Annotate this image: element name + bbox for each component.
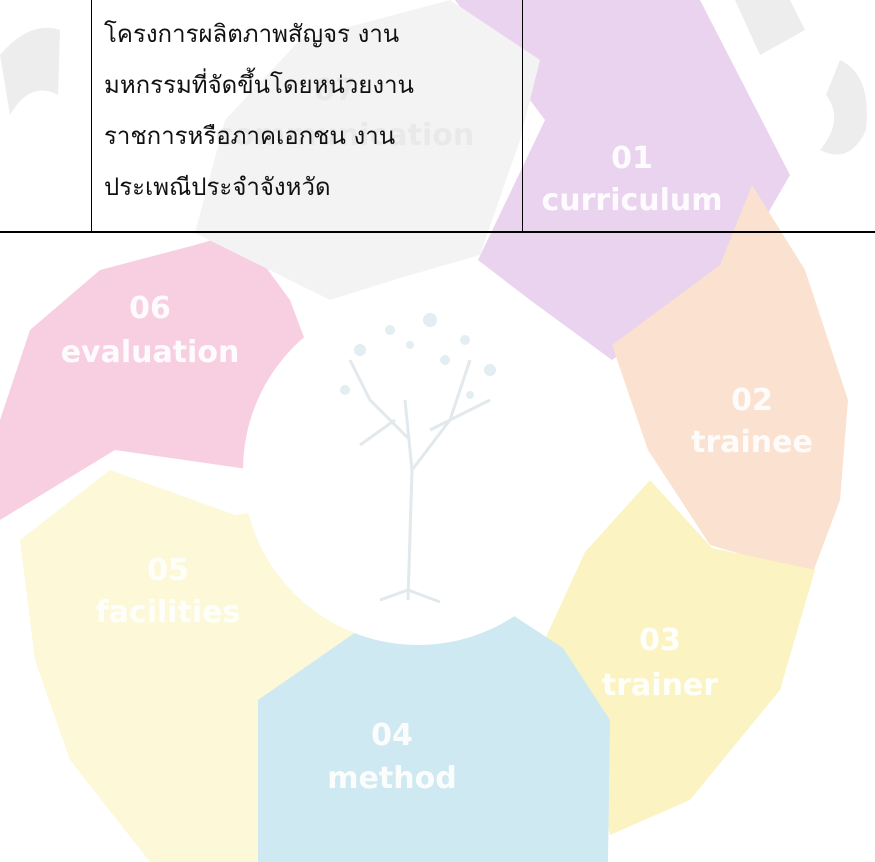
table-cell-line: ราชการหรือภาคเอกชน งาน bbox=[104, 122, 396, 150]
segment-02-number: 02 bbox=[731, 383, 773, 418]
segment-04-method bbox=[258, 595, 610, 862]
segment-06-label: evaluation bbox=[61, 335, 240, 370]
segment-01-label: curriculum bbox=[541, 183, 722, 218]
segment-04-label: method bbox=[327, 761, 456, 796]
tree-icon bbox=[348, 359, 491, 604]
table-cell-line: มหกรรมที่จัดขึ้นโดยหน่วยงาน bbox=[104, 71, 414, 99]
watermark-logo-fragment-right bbox=[820, 60, 867, 155]
tree-foliage bbox=[340, 313, 496, 399]
segment-03-label: trainer bbox=[602, 668, 718, 703]
segment-02-label: trainee bbox=[691, 425, 813, 460]
segment-07-label: communication bbox=[216, 118, 475, 153]
table-border-left bbox=[91, 0, 92, 232]
segment-05-number: 05 bbox=[147, 553, 189, 588]
segment-06-evaluation bbox=[0, 232, 320, 520]
document-table: โครงการผลิตภาพสัญจร งาน มหกรรมที่จัดขึ้น… bbox=[0, 0, 875, 233]
segment-03-number: 03 bbox=[639, 623, 681, 658]
center-circle bbox=[243, 295, 593, 645]
segment-04-number: 04 bbox=[371, 718, 413, 753]
table-border-middle bbox=[522, 0, 523, 232]
table-cell-line: ประเพณีประจำจังหวัด bbox=[104, 173, 331, 201]
watermark-logo-fragment-right-top bbox=[735, 0, 805, 55]
segment-02-trainee bbox=[612, 185, 848, 575]
table-cell-text: โครงการผลิตภาพสัญจร งาน มหกรรมที่จัดขึ้น… bbox=[104, 9, 514, 213]
watermark-logo-fragment-left bbox=[0, 27, 60, 115]
table-cell-line: โครงการผลิตภาพสัญจร งาน bbox=[104, 20, 400, 48]
segment-01-number: 01 bbox=[611, 141, 653, 176]
segment-01-curriculum bbox=[455, 0, 790, 360]
segment-07-number: 07 bbox=[314, 73, 356, 108]
segment-06-number: 06 bbox=[129, 291, 171, 326]
segment-07-communication bbox=[195, 0, 540, 300]
table-border-bottom bbox=[0, 231, 875, 233]
segment-05-label: facilities bbox=[96, 595, 241, 630]
